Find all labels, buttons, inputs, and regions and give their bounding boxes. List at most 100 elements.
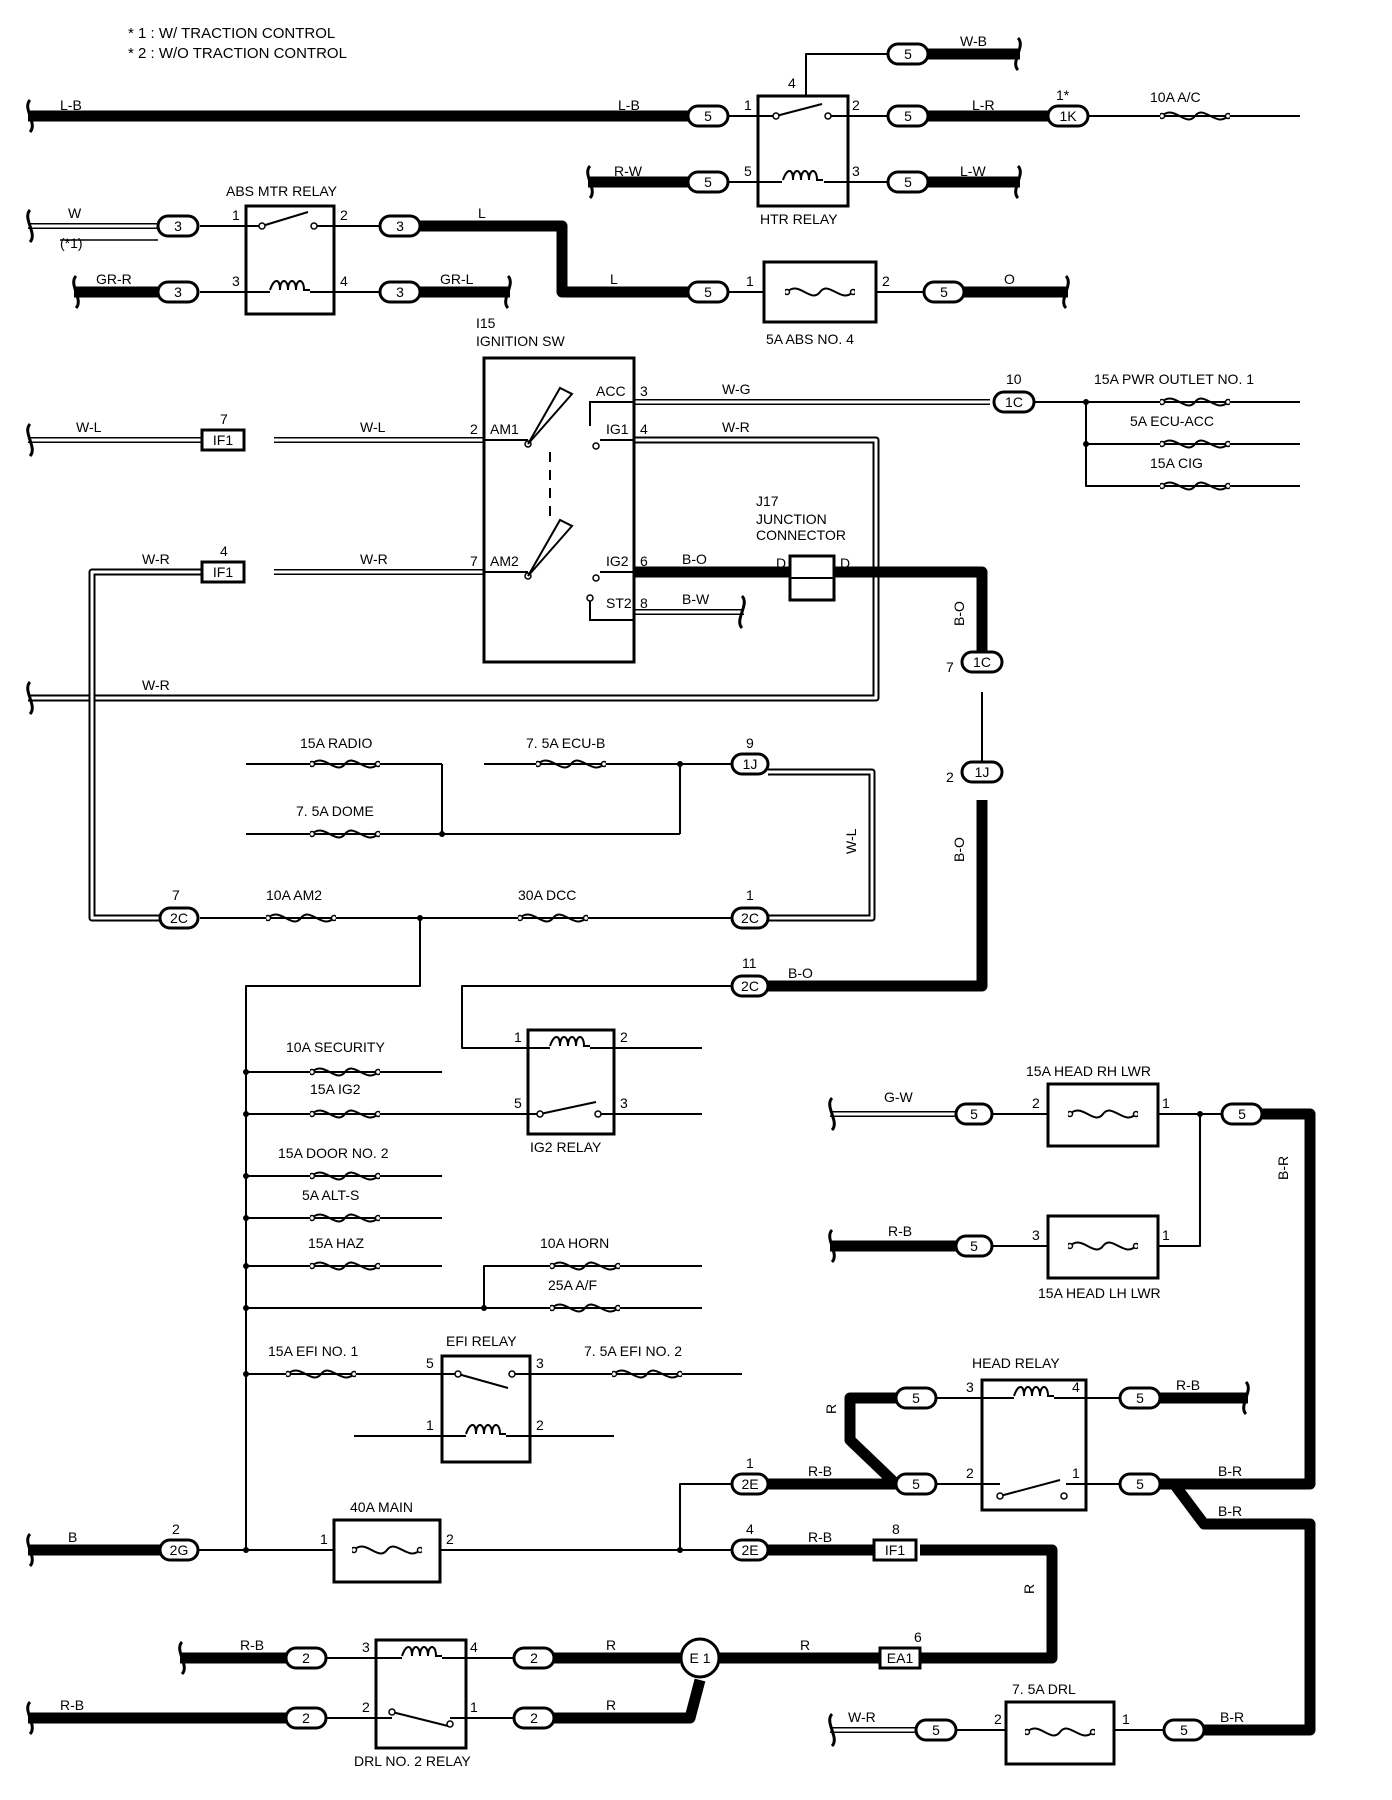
svg-text:B: B [68,1529,77,1545]
conn-2-drl3: 2 [284,1646,328,1670]
svg-text:1: 1 [746,273,754,289]
wire-breaks [26,36,1250,1748]
svg-text:10A HORN: 10A HORN [540,1235,609,1251]
conn-3-grr: 3 [156,280,200,304]
conn-2e-4: 2E [730,1538,770,1562]
svg-text:O: O [1004,271,1015,287]
svg-text:5: 5 [1136,1390,1144,1406]
label-ignition-code: I15 [476,315,496,331]
note-2: * 2 : W/O TRACTION CONTROL [128,45,347,62]
svg-text:(*1): (*1) [60,235,83,251]
svg-text:5: 5 [970,1106,978,1122]
svg-text:R: R [606,1697,616,1713]
svg-text:3: 3 [362,1639,370,1655]
conn-5-r-head: 5 [894,1386,938,1410]
svg-text:B-R: B-R [1218,1463,1242,1479]
svg-text:11: 11 [742,955,757,971]
svg-text:2C: 2C [741,910,759,926]
svg-text:30A DCC: 30A DCC [518,887,576,903]
svg-text:15A HAZ: 15A HAZ [308,1235,364,1251]
conn-5-head2: 5 [894,1472,938,1496]
label-ig2-relay: IG2 RELAY [530,1139,602,1155]
conn-1c-10: 1C [992,390,1036,414]
svg-text:D: D [840,555,850,571]
svg-text:W-B: W-B [960,33,987,49]
svg-text:IF1: IF1 [885,1542,905,1558]
efi-relay [440,1354,532,1464]
svg-text:1C: 1C [973,654,991,670]
svg-text:3: 3 [232,273,240,289]
svg-text:7. 5A DRL: 7. 5A DRL [1012,1681,1076,1697]
conn-if1-7: IF1 [200,428,246,452]
svg-text:L-R: L-R [972,97,995,113]
svg-text:7: 7 [470,553,478,569]
svg-text:1: 1 [746,887,754,903]
conn-ea1: EA1 [878,1646,922,1670]
svg-text:R: R [1021,1584,1037,1594]
svg-text:2C: 2C [170,910,188,926]
svg-text:2: 2 [470,421,478,437]
svg-text:4: 4 [788,75,796,91]
svg-text:7: 7 [946,659,954,675]
svg-text:10A SECURITY: 10A SECURITY [286,1039,385,1055]
svg-text:2: 2 [994,1711,1002,1727]
svg-text:5: 5 [514,1095,522,1111]
traction-control-notes: * 1 : W/ TRACTION CONTROL * 2 : W/O TRAC… [128,24,347,64]
svg-text:2: 2 [530,1710,538,1726]
ignition-switch [482,356,636,664]
svg-text:2C: 2C [741,978,759,994]
svg-text:3: 3 [1032,1227,1040,1243]
drl2-relay [374,1638,468,1750]
conn-5-head1: 5 [1118,1472,1162,1496]
svg-text:3: 3 [966,1379,974,1395]
label-j17-line2: CONNECTOR [756,527,846,543]
conn-5-o: 5 [922,280,966,304]
svg-text:1J: 1J [975,764,990,780]
conn-1j-2: 1J [960,760,1004,784]
svg-text:5: 5 [704,284,712,300]
main-fuse-box [332,1518,442,1584]
wire-layer [28,48,1316,1736]
wire-r-drl1 [554,1678,706,1724]
svg-text:5: 5 [912,1390,920,1406]
svg-text:1: 1 [470,1699,478,1715]
svg-text:R: R [606,1637,616,1653]
htr-relay [756,94,850,208]
conn-if1-4: IF1 [200,560,246,584]
svg-text:G-W: G-W [884,1089,914,1105]
svg-text:1: 1 [1162,1227,1170,1243]
svg-text:9: 9 [746,735,754,751]
svg-text:5: 5 [744,163,752,179]
conn-1j-9: 1J [730,752,770,776]
label-drl2-relay: DRL NO. 2 RELAY [354,1753,471,1769]
svg-text:5A ABS NO. 4: 5A ABS NO. 4 [766,331,854,347]
svg-text:5: 5 [904,108,912,124]
svg-text:3: 3 [396,284,404,300]
conn-5-lb: 5 [686,104,730,128]
svg-text:2: 2 [172,1521,180,1537]
svg-text:1J: 1J [743,756,758,772]
fuse-labels: 10A A/C 5A ABS NO. 4 15A PWR OUTLET NO. … [266,89,1254,1697]
wire-l [420,220,688,298]
conn-3-l: 3 [378,214,422,238]
svg-text:3: 3 [174,218,182,234]
svg-text:L-B: L-B [618,97,640,113]
conn-2c-1: 2C [730,906,770,930]
svg-text:1*: 1* [1056,87,1070,103]
svg-text:6: 6 [640,553,648,569]
svg-text:IF1: IF1 [213,432,233,448]
svg-text:B-O: B-O [788,965,813,981]
svg-text:2E: 2E [741,1542,758,1558]
drl-fuse-box [1004,1700,1116,1766]
svg-text:1: 1 [1162,1095,1170,1111]
wire-bo-1c [866,566,988,652]
svg-text:7. 5A DOME: 7. 5A DOME [296,803,374,819]
svg-text:B-R: B-R [1275,1156,1291,1180]
conn-3-grl: 3 [378,280,422,304]
svg-text:5: 5 [1238,1106,1246,1122]
svg-text:2: 2 [1032,1095,1040,1111]
svg-text:2G: 2G [170,1542,189,1558]
conn-5-lw: 5 [886,170,930,194]
conn-5-wb: 5 [886,42,930,66]
svg-text:ACC: ACC [596,383,626,399]
